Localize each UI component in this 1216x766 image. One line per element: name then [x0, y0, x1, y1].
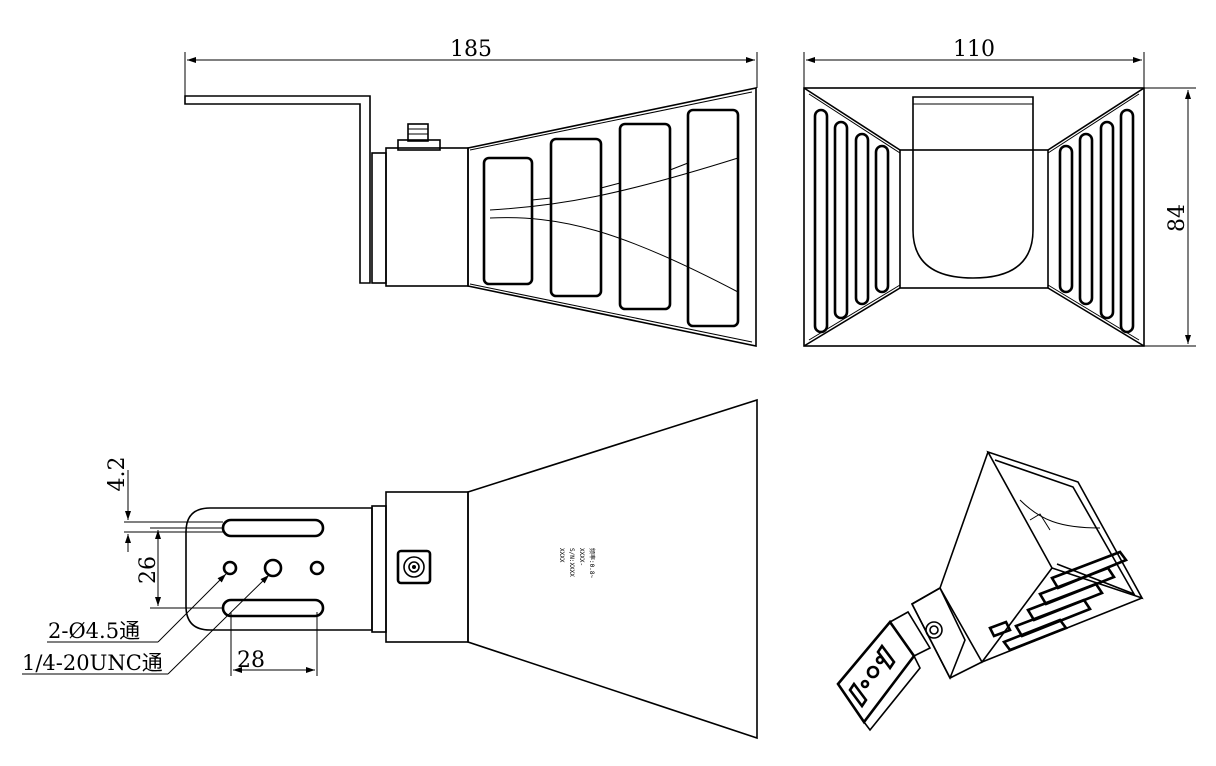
- adapter-plate: [371, 152, 387, 284]
- dim-26: 26: [136, 556, 161, 584]
- feed-tab: [912, 96, 1034, 279]
- dim-overall-length: 185: [184, 37, 758, 96]
- horn-side-windows: [482, 108, 740, 328]
- front-view: [803, 87, 1145, 347]
- connector: [407, 123, 429, 142]
- front-left-slots: [813, 108, 890, 334]
- svg-text:频率:0.8~: 频率:0.8~: [588, 548, 596, 578]
- note-mount-holes: 2-Ø4.5通: [47, 573, 227, 643]
- horn-outline: [467, 87, 757, 347]
- bottom-view: 频率:0.8~ XXXX- S/N:XXXX XXXX: [185, 398, 758, 740]
- dim-4-2: 4.2: [105, 457, 130, 492]
- dim-hole-spacing: 28: [230, 612, 318, 676]
- svg-text:XXXX: XXXX: [558, 548, 565, 563]
- isometric-view: [836, 450, 1144, 732]
- connector-square: [396, 549, 432, 585]
- bracket-plate: [185, 507, 373, 631]
- dim-84: 84: [1165, 204, 1190, 232]
- mount-hole-left: [222, 560, 238, 576]
- horn-aperture: [803, 87, 1145, 347]
- dim-28: 28: [237, 648, 265, 673]
- svg-text:1/4-20UNC通: 1/4-20UNC通: [22, 651, 163, 675]
- dim-front-height: 84: [1144, 87, 1196, 347]
- iso-bracket: [836, 619, 916, 725]
- bracket-profile: [184, 95, 371, 284]
- side-view: [184, 87, 757, 347]
- note-thread-hole: 1/4-20UNC通: [22, 574, 270, 675]
- label-plate: 频率:0.8~ XXXX- S/N:XXXX XXXX: [558, 548, 596, 578]
- feed-body: [385, 147, 469, 287]
- mount-slot-bottom: [221, 598, 325, 618]
- iso-slots: [988, 550, 1129, 652]
- dim-slot-spacing: 26: [136, 527, 223, 609]
- svg-text:2-Ø4.5通: 2-Ø4.5通: [48, 619, 140, 643]
- dim-slot-offset: 4.2: [105, 457, 223, 552]
- mount-slot-top: [221, 518, 325, 538]
- connector-base: [397, 139, 441, 151]
- svg-text:XXXX-: XXXX-: [578, 548, 585, 566]
- svg-text:S/N:XXXX: S/N:XXXX: [568, 548, 575, 577]
- horn-outline-bottom: [467, 398, 758, 740]
- horn-throat: [899, 149, 1049, 289]
- dim-110: 110: [953, 37, 995, 62]
- mount-hole-right: [309, 560, 325, 576]
- thread-hole: [263, 558, 283, 578]
- iso-connector: [925, 621, 943, 639]
- front-right-slots: [1058, 108, 1135, 334]
- dim-front-width: 110: [803, 37, 1145, 88]
- dim-185: 185: [450, 37, 492, 62]
